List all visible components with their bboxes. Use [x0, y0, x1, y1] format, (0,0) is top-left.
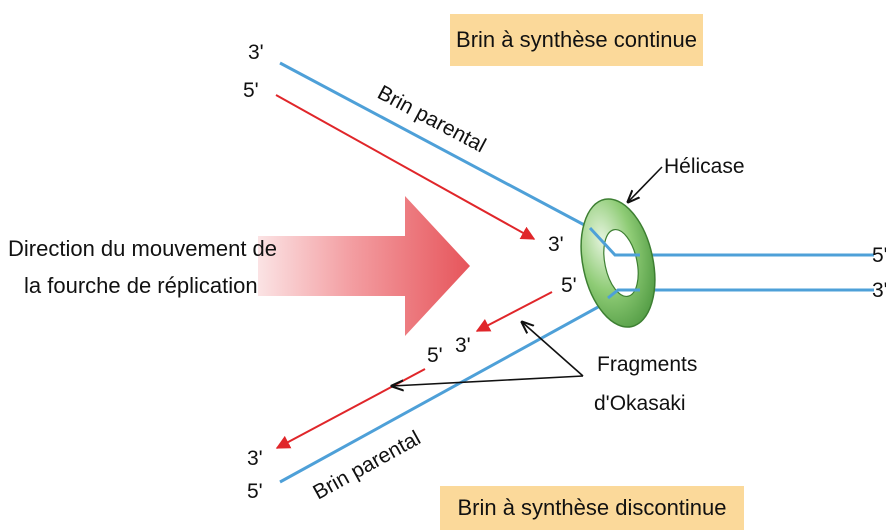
- end-right-upper: 5': [872, 244, 886, 267]
- end-fork-lower: 5': [561, 274, 577, 297]
- direction-label-line1: Direction du mouvement de: [8, 236, 277, 261]
- direction-label-line2: la fourche de réplication: [24, 273, 258, 298]
- helicase-ring: [580, 198, 656, 328]
- end-right-lower: 3': [872, 279, 886, 302]
- okazaki-fragment-1: [475, 291, 553, 332]
- discontinuous-strand-title-text: Brin à synthèse discontinue: [457, 495, 727, 520]
- continuous-strand-title: Brin à synthèse continue: [450, 14, 703, 66]
- end-fragment-5prime: 5': [427, 344, 443, 367]
- parental-strand-top-label: Brin parental: [374, 81, 490, 157]
- fragments-pointer: [392, 375, 584, 386]
- parental-strand-bottom-label: Brin parental: [309, 427, 424, 505]
- fork-direction-arrow: [258, 196, 470, 336]
- end-fork-upper: 3': [548, 233, 564, 256]
- end-top-left-lower: 5': [243, 79, 259, 102]
- parental-strand-upper-through: [588, 226, 640, 257]
- helicase-pointer: [628, 166, 663, 202]
- end-fragment-3prime: 3': [455, 334, 471, 357]
- leading-strand: [275, 94, 536, 240]
- end-bottom-left-lower: 5': [247, 480, 263, 503]
- parental-strand-lower-through: [607, 288, 640, 300]
- end-bottom-left-upper: 3': [247, 447, 263, 470]
- okazaki-label-line2: d'Okasaki: [594, 392, 686, 415]
- fragments-pointer-2: [522, 322, 584, 377]
- parental-strand-upper: [279, 61, 874, 257]
- okazaki-label-line1: Fragments: [597, 353, 697, 376]
- helicase-label: Hélicase: [664, 155, 745, 178]
- discontinuous-strand-title: Brin à synthèse discontinue: [440, 486, 744, 530]
- end-top-left-upper: 3': [248, 41, 264, 64]
- continuous-strand-title-text: Brin à synthèse continue: [456, 27, 697, 52]
